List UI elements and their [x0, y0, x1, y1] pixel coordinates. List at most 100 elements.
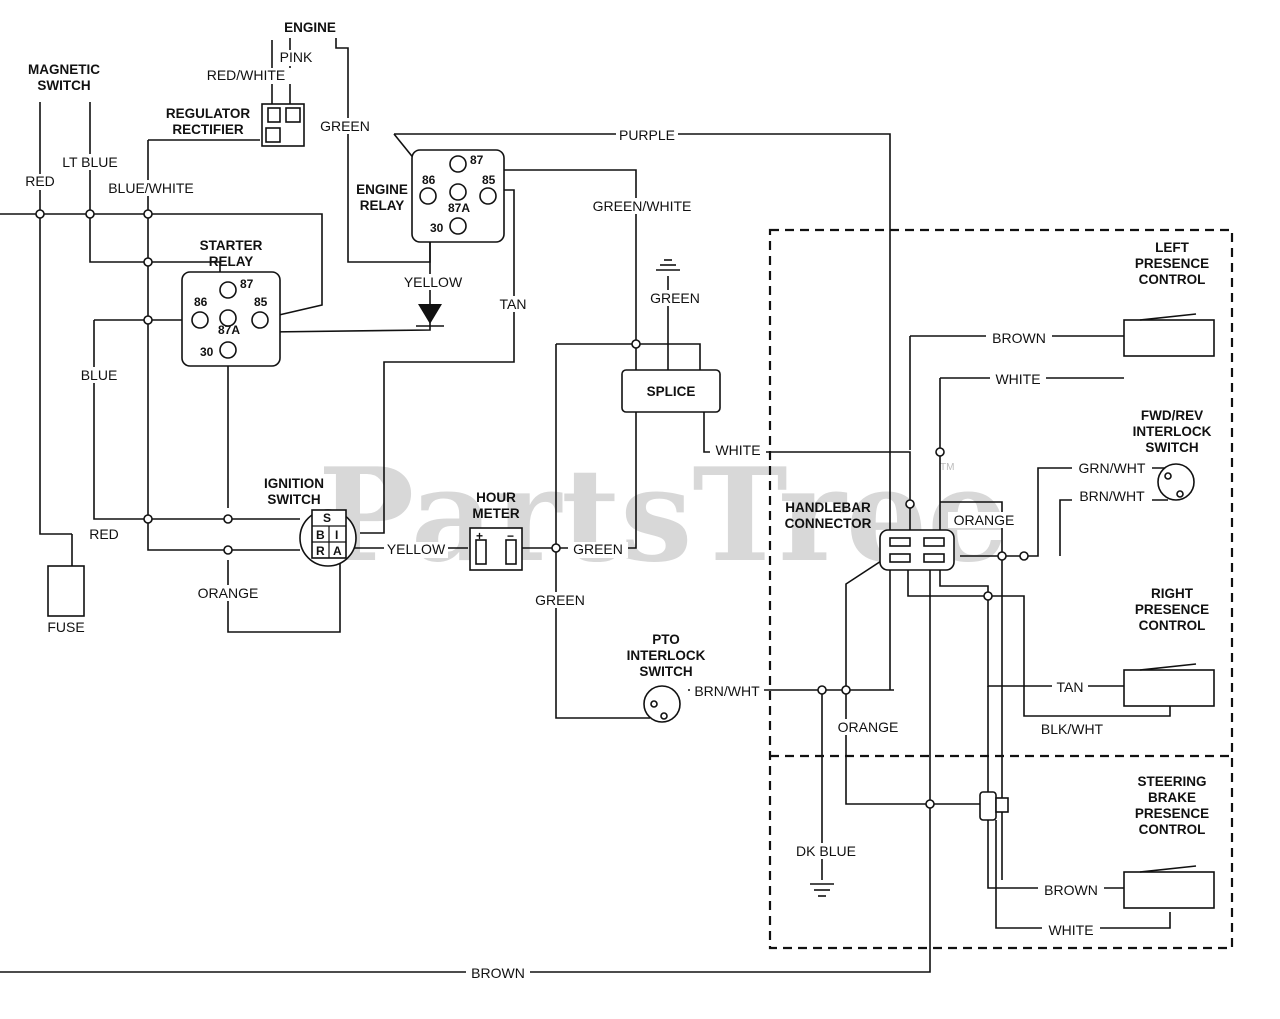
steering-label-1: STEERING	[1137, 774, 1206, 789]
wire-label-green-white: GREEN/WHITE	[593, 198, 692, 214]
starter-relay	[181, 271, 281, 367]
ground-icon	[810, 883, 834, 897]
wire-blue-white	[147, 140, 300, 551]
pto-switch-icon	[643, 685, 681, 723]
right-presence-control-box	[1123, 669, 1215, 707]
regulator-label-1: REGULATOR	[166, 106, 251, 121]
wire-label-lt-blue: LT BLUE	[62, 154, 118, 170]
wire-left-trunk	[0, 213, 323, 319]
steering-label-2: BRAKE	[1148, 790, 1196, 805]
pto-label-1: PTO	[652, 632, 680, 647]
wire-label-red-left: RED	[25, 173, 55, 189]
starter-relay-pin-86	[191, 311, 209, 329]
wire-label-brown-steering: BROWN	[1044, 882, 1098, 898]
wire-orange-handlebar	[940, 501, 1003, 880]
wire-label-brown-left: BROWN	[992, 330, 1046, 346]
engine-relay-86: 86	[422, 173, 436, 187]
right-presence-label-3: CONTROL	[1139, 618, 1206, 633]
wire-label-white-left: WHITE	[995, 371, 1040, 387]
regulator-label-2: RECTIFIER	[172, 122, 244, 137]
wire-labels: RED/WHITE PINK GREEN LT BLUE RED BLUE/WH…	[22, 49, 1152, 981]
starter-relay-pin-85	[251, 311, 269, 329]
engine-relay-87a: 87A	[448, 201, 470, 215]
switch-lever-icon	[1139, 663, 1197, 671]
wire-label-purple: PURPLE	[619, 127, 675, 143]
hour-meter-minus: −	[507, 529, 514, 543]
wire-label-orange-lower: ORANGE	[838, 719, 899, 735]
wire-label-tan-right: TAN	[1057, 679, 1084, 695]
wire-label-yellow-meter: YELLOW	[387, 541, 446, 557]
regulator-rectifier	[261, 103, 305, 147]
starter-relay-87: 87	[240, 277, 254, 291]
splice-label: SPLICE	[647, 384, 696, 399]
ignition-terminal-r: R	[316, 544, 325, 558]
diode-icon	[418, 304, 442, 324]
starter-relay-30: 30	[200, 345, 214, 359]
wire-orange-lower-b	[845, 690, 980, 805]
starter-relay-86: 86	[194, 295, 208, 309]
steering-label-3: PRESENCE	[1135, 806, 1209, 821]
handlebar-label-2: CONNECTOR	[785, 516, 872, 531]
wire-label-white-steering: WHITE	[1048, 922, 1093, 938]
splice-box	[621, 369, 721, 413]
ignition-terminal-a: A	[333, 544, 342, 558]
wire-crossovers	[35, 209, 1029, 809]
control-panel-boundary	[768, 228, 1234, 950]
wire-green-white	[496, 169, 637, 372]
wire-label-dk-blue: DK BLUE	[796, 843, 856, 859]
engine-relay-pin-30	[449, 217, 467, 235]
wire-white-splice	[703, 412, 911, 540]
fwd-rev-label-3: SWITCH	[1145, 440, 1198, 455]
ignition-label-1: IGNITION	[264, 476, 324, 491]
hour-meter-label-1: HOUR	[476, 490, 516, 505]
wire-label-blue: BLUE	[81, 367, 118, 383]
engine-relay-87: 87	[470, 153, 484, 167]
wire-label-green-top: GREEN	[320, 118, 370, 134]
starter-relay-87a: 87A	[218, 323, 240, 337]
starter-relay-pin-87a	[219, 309, 237, 327]
wire-green-splice	[556, 343, 701, 372]
wire-label-brn-wht-pto: BRN/WHT	[694, 683, 760, 699]
ignition-label-2: SWITCH	[267, 492, 320, 507]
engine-relay-pin-87	[449, 155, 467, 173]
wire-label-green-lower: GREEN	[535, 592, 585, 608]
engine-relay-pin-85	[479, 187, 497, 205]
starter-relay-pin-87	[219, 281, 237, 299]
wire-yellow-relay	[267, 240, 431, 333]
wire-label-yellow-relay: YELLOW	[404, 274, 463, 290]
starter-relay-pin-30	[219, 341, 237, 359]
starter-relay-label-1: STARTER	[200, 238, 263, 253]
engine-relay-85: 85	[482, 173, 496, 187]
handlebar-connector	[879, 529, 955, 571]
switch-lever-icon	[1139, 313, 1197, 321]
switch-lever-icon	[1139, 865, 1197, 873]
wire-label-red-white: RED/WHITE	[207, 67, 286, 83]
pto-label-3: SWITCH	[639, 664, 692, 679]
ignition-terminal-s: S	[323, 511, 331, 525]
fwd-rev-label-2: INTERLOCK	[1133, 424, 1212, 439]
wire-purple	[394, 133, 891, 690]
wire-label-grn-wht: GRN/WHT	[1079, 460, 1146, 476]
wire-label-red-ignition: RED	[89, 526, 119, 542]
engine-relay-label-2: RELAY	[360, 198, 405, 213]
handlebar-label-1: HANDLEBAR	[785, 500, 871, 515]
magnetic-switch-label-2: SWITCH	[37, 78, 90, 93]
hour-meter-label-2: METER	[472, 506, 520, 521]
engine-relay-pin-86	[419, 187, 437, 205]
wire-brown-bottom	[0, 570, 931, 973]
wire-label-tan-relay: TAN	[500, 296, 527, 312]
steering-label-4: CONTROL	[1139, 822, 1206, 837]
wire-red-left	[39, 102, 72, 535]
inline-connector	[979, 791, 997, 821]
engine-relay	[411, 149, 505, 243]
hour-meter-plus: +	[476, 529, 483, 543]
steering-brake-control-box	[1123, 871, 1215, 909]
magnetic-switch-label-1: MAGNETIC	[28, 62, 100, 77]
left-presence-label-3: CONTROL	[1139, 272, 1206, 287]
pto-label-2: INTERLOCK	[627, 648, 706, 663]
ignition-switch	[299, 509, 357, 567]
fuse-label: FUSE	[47, 619, 84, 635]
wire-label-brn-wht-fwd: BRN/WHT	[1079, 488, 1145, 504]
fwd-rev-label-1: FWD/REV	[1141, 408, 1203, 423]
